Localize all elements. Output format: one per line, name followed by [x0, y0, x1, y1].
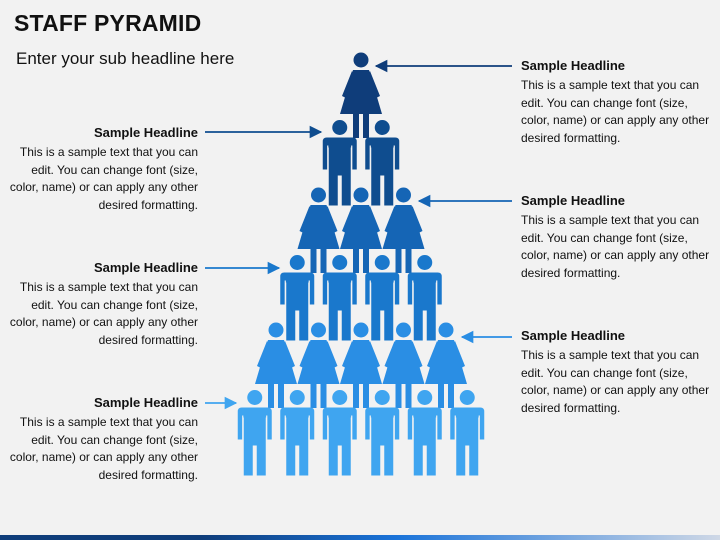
callout-tier-4: Sample Headline This is a sample text th… — [8, 260, 198, 349]
man-figure-icon — [322, 390, 357, 476]
woman-figure-icon — [340, 52, 382, 138]
woman-figure-icon — [340, 322, 382, 408]
callout-arrows — [205, 59, 512, 410]
callout-text: This is a sample text that you can edit.… — [521, 348, 710, 415]
callout-text: This is a sample text that you can edit.… — [9, 145, 198, 212]
callout-headline: Sample Headline — [93, 260, 198, 275]
callout-text: This is a sample text that you can edit.… — [9, 280, 198, 347]
man-figure-icon — [365, 390, 400, 476]
woman-figure-icon — [340, 187, 382, 273]
callout-tier-3: Sample Headline This is a sample text th… — [521, 193, 711, 282]
woman-figure-icon — [425, 322, 467, 408]
page-title: STAFF PYRAMID — [14, 10, 202, 36]
man-figure-icon — [237, 390, 272, 476]
man-figure-icon — [407, 255, 442, 341]
man-figure-icon — [365, 120, 400, 206]
pyramid-figures — [237, 52, 485, 476]
woman-figure-icon — [297, 322, 340, 408]
man-figure-icon — [322, 255, 357, 341]
callout-tier-6: Sample Headline This is a sample text th… — [8, 395, 198, 484]
woman-figure-icon — [382, 322, 425, 408]
callout-text: This is a sample text that you can edit.… — [521, 213, 710, 280]
woman-figure-icon — [382, 187, 425, 273]
callout-tier-5: Sample Headline This is a sample text th… — [521, 328, 711, 417]
woman-figure-icon — [255, 322, 297, 408]
bottom-accent-bar — [0, 535, 720, 540]
callout-tier-1: Sample Headline This is a sample text th… — [521, 58, 711, 147]
man-figure-icon — [407, 390, 442, 476]
man-figure-icon — [365, 255, 400, 341]
page-subtitle: Enter your sub headline here — [16, 49, 235, 68]
man-figure-icon — [280, 390, 315, 476]
callout-headline: Sample Headline — [521, 328, 626, 343]
callout-headline: Sample Headline — [93, 395, 198, 410]
callout-headline: Sample Headline — [521, 193, 626, 208]
man-figure-icon — [322, 120, 357, 206]
man-figure-icon — [280, 255, 315, 341]
man-figure-icon — [450, 390, 485, 476]
callout-tier-2: Sample Headline This is a sample text th… — [8, 125, 198, 214]
callout-headline: Sample Headline — [521, 58, 626, 73]
callout-headline: Sample Headline — [93, 125, 198, 140]
woman-figure-icon — [297, 187, 340, 273]
callout-text: This is a sample text that you can edit.… — [521, 78, 710, 145]
callout-text: This is a sample text that you can edit.… — [9, 415, 198, 482]
